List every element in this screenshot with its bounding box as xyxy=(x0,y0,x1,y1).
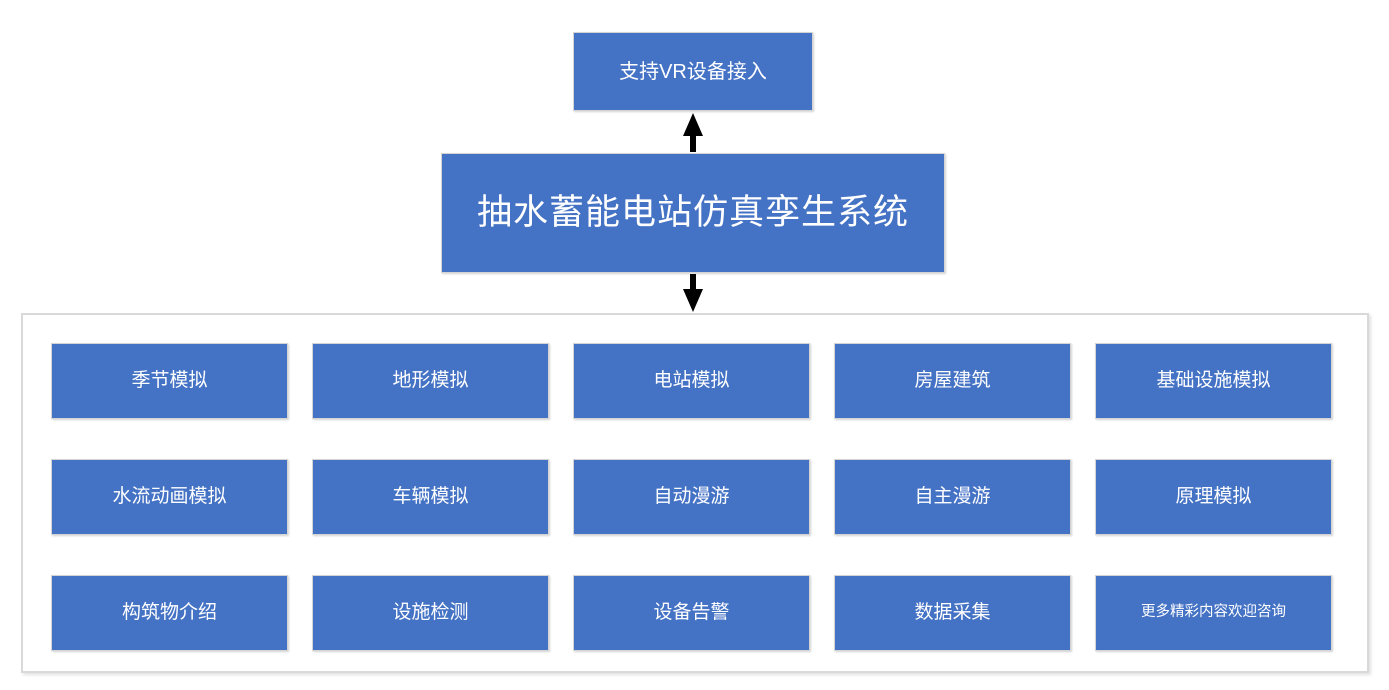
system-title-box[interactable]: 抽水蓄能电站仿真孪生系统 xyxy=(441,153,945,273)
module-box-house-building[interactable]: 房屋建筑 xyxy=(834,343,1071,419)
module-label: 自动漫游 xyxy=(653,485,730,507)
module-label: 设备告警 xyxy=(653,601,730,623)
module-label: 设施检测 xyxy=(392,601,469,623)
module-label: 构筑物介绍 xyxy=(121,601,217,623)
module-box-principle-simulation[interactable]: 原理模拟 xyxy=(1095,459,1332,535)
module-label: 季节模拟 xyxy=(131,369,208,391)
module-label: 水流动画模拟 xyxy=(112,485,227,507)
module-box-season-simulation[interactable]: 季节模拟 xyxy=(51,343,288,419)
module-box-water-flow-animation[interactable]: 水流动画模拟 xyxy=(51,459,288,535)
module-row: 水流动画模拟 车辆模拟 自动漫游 自主漫游 原理模拟 xyxy=(23,459,1367,535)
module-label: 车辆模拟 xyxy=(392,485,469,507)
module-label: 基础设施模拟 xyxy=(1156,369,1271,391)
module-box-terrain-simulation[interactable]: 地形模拟 xyxy=(312,343,549,419)
module-label: 数据采集 xyxy=(914,601,991,623)
module-label: 更多精彩内容欢迎咨询 xyxy=(1141,604,1286,621)
module-box-infrastructure-simulation[interactable]: 基础设施模拟 xyxy=(1095,343,1332,419)
system-title-label: 抽水蓄能电站仿真孪生系统 xyxy=(476,193,909,232)
module-label: 原理模拟 xyxy=(1175,485,1252,507)
module-label: 电站模拟 xyxy=(653,369,730,391)
vr-support-box[interactable]: 支持VR设备接入 xyxy=(573,32,813,111)
module-box-vehicle-simulation[interactable]: 车辆模拟 xyxy=(312,459,549,535)
module-box-equipment-alarm[interactable]: 设备告警 xyxy=(573,575,810,651)
module-container: 季节模拟 地形模拟 电站模拟 房屋建筑 基础设施模拟 水流动画模拟 车辆模拟 xyxy=(21,313,1369,673)
vr-support-label: 支持VR设备接入 xyxy=(619,60,767,83)
module-box-structure-introduction[interactable]: 构筑物介绍 xyxy=(51,575,288,651)
module-box-data-collection[interactable]: 数据采集 xyxy=(834,575,1071,651)
module-label: 房屋建筑 xyxy=(914,369,991,391)
module-box-more-content-inquiry[interactable]: 更多精彩内容欢迎咨询 xyxy=(1095,575,1332,651)
module-box-power-station-simulation[interactable]: 电站模拟 xyxy=(573,343,810,419)
module-label: 自主漫游 xyxy=(914,485,991,507)
module-box-facility-inspection[interactable]: 设施检测 xyxy=(312,575,549,651)
module-label: 地形模拟 xyxy=(392,369,469,391)
module-row: 构筑物介绍 设施检测 设备告警 数据采集 更多精彩内容欢迎咨询 xyxy=(23,575,1367,651)
module-box-free-roaming[interactable]: 自主漫游 xyxy=(834,459,1071,535)
module-box-auto-roaming[interactable]: 自动漫游 xyxy=(573,459,810,535)
module-row: 季节模拟 地形模拟 电站模拟 房屋建筑 基础设施模拟 xyxy=(23,343,1367,419)
